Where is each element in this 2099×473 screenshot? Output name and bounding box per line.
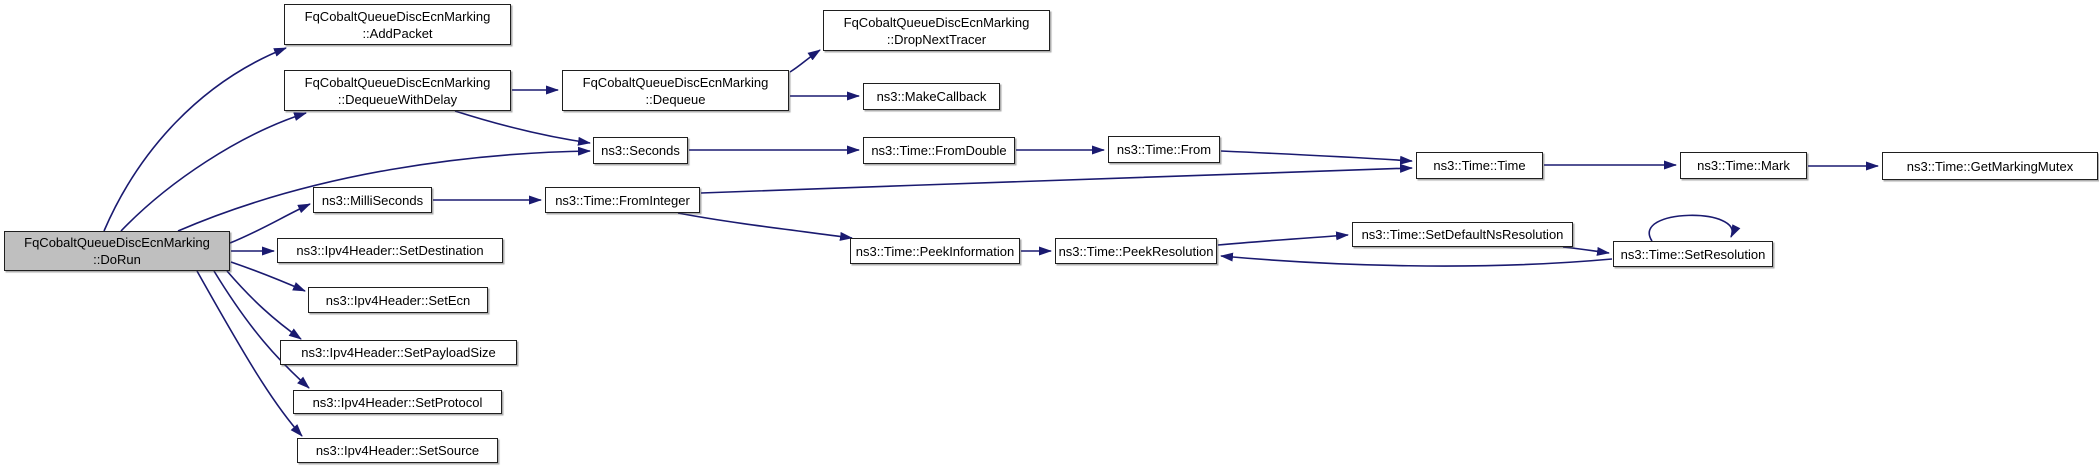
- node-getMarkingMutex[interactable]: ns3::Time::GetMarkingMutex: [1882, 152, 2098, 180]
- node-label: ns3::MilliSeconds: [321, 192, 424, 208]
- node-label: ns3::Time::Time: [1433, 158, 1526, 173]
- node-label: ::Dequeue: [645, 91, 706, 107]
- node-setProtocol[interactable]: ns3::Ipv4Header::SetProtocol: [293, 390, 502, 414]
- node-dequeueWithDelay[interactable]: FqCobaltQueueDiscEcnMarking::DequeueWith…: [284, 70, 511, 111]
- node-makeCallback[interactable]: ns3::MakeCallback: [863, 83, 1000, 110]
- node-label: ns3::Time::FromDouble: [871, 143, 1007, 158]
- edge-doRun-to-seconds: [177, 146, 591, 232]
- node-label: ns3::MakeCallback: [876, 89, 987, 104]
- node-peekInformation[interactable]: ns3::Time::PeekInformation: [850, 238, 1020, 264]
- node-seconds[interactable]: ns3::Seconds: [593, 137, 688, 164]
- node-label: ns3::Ipv4Header::SetPayloadSize: [301, 345, 496, 360]
- edge-dequeueWithDelay-to-seconds: [454, 110, 591, 146]
- edge-doRun-to-setSource: [196, 270, 303, 437]
- node-peekResolution[interactable]: ns3::Time::PeekResolution: [1055, 238, 1217, 264]
- node-label: ::DoRun: [93, 252, 141, 267]
- node-setDestination[interactable]: ns3::Ipv4Header::SetDestination: [277, 238, 503, 263]
- node-label: ::DropNextTracer: [886, 31, 987, 47]
- node-label: FqCobaltQueueDiscEcnMarking: [304, 8, 491, 24]
- node-fromDouble[interactable]: ns3::Time::FromDouble: [863, 137, 1015, 164]
- node-label: ns3::Time::PeekResolution: [1058, 243, 1214, 259]
- node-milliSeconds[interactable]: ns3::MilliSeconds: [313, 187, 432, 213]
- node-label: ns3::Ipv4Header::SetSource: [315, 443, 480, 458]
- edge-from-to-time: [1220, 150, 1413, 165]
- edge-peekResolution-to-setDefaultNsResolution: [1217, 231, 1349, 246]
- node-doRun: FqCobaltQueueDiscEcnMarking::DoRun: [4, 231, 230, 271]
- node-dropNextTracer[interactable]: FqCobaltQueueDiscEcnMarking::DropNextTra…: [823, 10, 1050, 51]
- edge-setDefaultNsResolution-to-setResolution: [1562, 246, 1610, 256]
- node-label: ::AddPacket: [362, 25, 433, 41]
- node-label: FqCobaltQueueDiscEcnMarking: [24, 235, 210, 250]
- edge-doRun-to-dequeueWithDelay: [120, 112, 307, 232]
- node-label: ns3::Time::From: [1116, 142, 1212, 157]
- node-setSource[interactable]: ns3::Ipv4Header::SetSource: [297, 438, 498, 463]
- node-label: ns3::Time::PeekInformation: [855, 243, 1015, 259]
- node-label: ::DequeueWithDelay: [337, 91, 458, 107]
- node-fromInteger[interactable]: ns3::Time::FromInteger: [545, 187, 700, 213]
- node-time[interactable]: ns3::Time::Time: [1416, 152, 1543, 179]
- node-setResolution[interactable]: ns3::Time::SetResolution: [1613, 241, 1773, 267]
- node-setDefaultNsResolution[interactable]: ns3::Time::SetDefaultNsResolution: [1352, 222, 1573, 247]
- node-label: ns3::Time::GetMarkingMutex: [1906, 158, 2074, 174]
- node-label: ns3::Ipv4Header::SetProtocol: [312, 394, 483, 410]
- node-label: ns3::Time::SetDefaultNsResolution: [1361, 227, 1564, 242]
- edge-doRun-to-setPayloadSize: [226, 270, 302, 340]
- node-addPacket[interactable]: FqCobaltQueueDiscEcnMarking::AddPacket: [284, 4, 511, 45]
- edge-setResolution-to-peekResolution: [1220, 252, 1613, 267]
- node-label: ns3::Time::FromInteger: [555, 192, 690, 208]
- edge-doRun-to-addPacket: [103, 47, 287, 232]
- node-label: FqCobaltQueueDiscEcnMarking: [843, 14, 1030, 30]
- node-label: ns3::Ipv4Header::SetEcn: [325, 292, 471, 308]
- node-mark[interactable]: ns3::Time::Mark: [1680, 152, 1807, 179]
- edge-fromInteger-to-time: [700, 163, 1413, 194]
- node-label: ns3::Seconds: [601, 143, 680, 158]
- edge-dequeue-to-dropNextTracer: [789, 49, 821, 73]
- node-label: ns3::Ipv4Header::SetDestination: [296, 243, 484, 258]
- node-label: ns3::Time::Mark: [1697, 158, 1790, 173]
- edges: [103, 47, 1879, 437]
- node-label: ns3::Time::SetResolution: [1620, 246, 1766, 262]
- node-from[interactable]: ns3::Time::From: [1108, 136, 1220, 163]
- edge-doRun-to-setProtocol: [213, 270, 310, 389]
- edge-doRun-to-setEcn: [230, 261, 306, 292]
- edge-fromInteger-to-peekInformation: [677, 212, 853, 241]
- node-dequeue[interactable]: FqCobaltQueueDiscEcnMarking::Dequeue: [562, 70, 789, 111]
- node-setPayloadSize[interactable]: ns3::Ipv4Header::SetPayloadSize: [280, 340, 517, 365]
- node-label: FqCobaltQueueDiscEcnMarking: [582, 74, 769, 90]
- node-label: FqCobaltQueueDiscEcnMarking: [304, 74, 491, 90]
- edge-setResolution-to-setResolution: [1648, 214, 1741, 242]
- node-setEcn[interactable]: ns3::Ipv4Header::SetEcn: [308, 287, 488, 313]
- edge-doRun-to-milliSeconds: [229, 203, 311, 244]
